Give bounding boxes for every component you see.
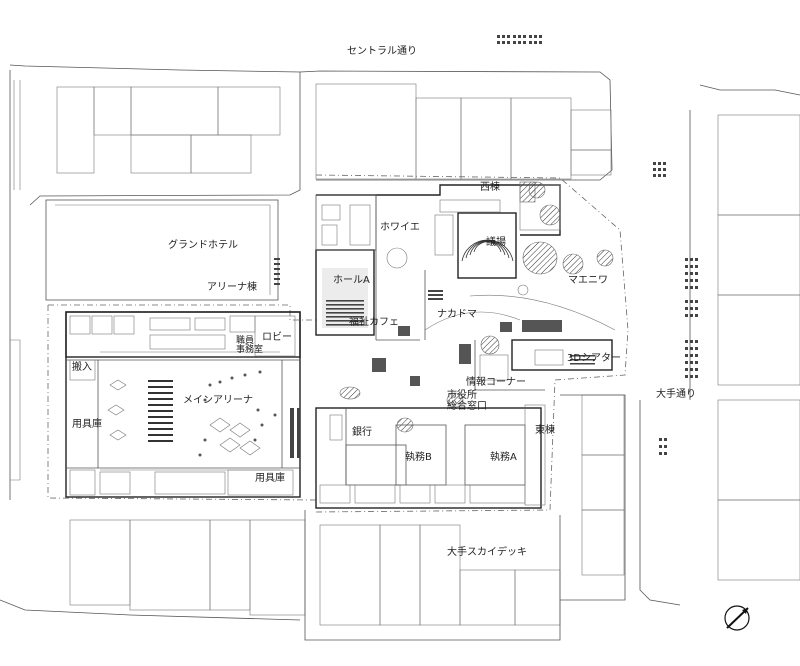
label-otemachi-street: 大手通り — [656, 389, 696, 400]
label-office-b: 執務B — [405, 452, 432, 463]
label-welfare-cafe: 福祉カフェ — [349, 317, 399, 328]
label-central-street: セントラル通り — [347, 46, 417, 57]
north-arrow-icon — [724, 605, 750, 631]
street-trees — [274, 35, 698, 455]
label-3d-theater: 3Dシアター — [567, 353, 622, 364]
label-storage-bottom: 用具庫 — [255, 473, 285, 484]
label-main-arena: メインアリーナ — [183, 395, 253, 406]
maeniwa-plaza — [339, 181, 616, 433]
label-grand-hotel: グランドホテル — [168, 240, 238, 251]
label-council: 議場 — [486, 237, 506, 248]
label-nakadoma: ナカドマ — [437, 309, 477, 320]
label-bank: 銀行 — [352, 427, 372, 438]
label-staff-office: 職員 事務室 — [236, 336, 264, 356]
label-lobby: ロビー — [262, 332, 292, 343]
east-building — [315, 404, 546, 509]
label-hall-a: ホールA — [333, 275, 370, 286]
label-city-office: 市役所 総合窓口 — [447, 390, 487, 412]
arena-building — [65, 311, 301, 498]
label-nishi-bldg: 西棟 — [480, 182, 500, 193]
label-higashi-bldg: 東棟 — [535, 425, 555, 436]
label-foyer: ホワイエ — [380, 222, 420, 233]
label-hanyu: 搬入 — [72, 362, 92, 373]
label-maeniwa: マエニワ — [568, 275, 608, 286]
city-blocks — [0, 64, 800, 641]
label-office-a: 執務A — [490, 452, 517, 463]
label-storage-left: 用具庫 — [72, 419, 102, 430]
label-info-corner: 情報コーナー — [466, 377, 526, 388]
west-building — [315, 181, 561, 341]
label-arena-bldg: アリーナ棟 — [207, 282, 257, 293]
label-sky-deck: 大手スカイデッキ — [447, 547, 527, 558]
central-building — [372, 290, 613, 391]
